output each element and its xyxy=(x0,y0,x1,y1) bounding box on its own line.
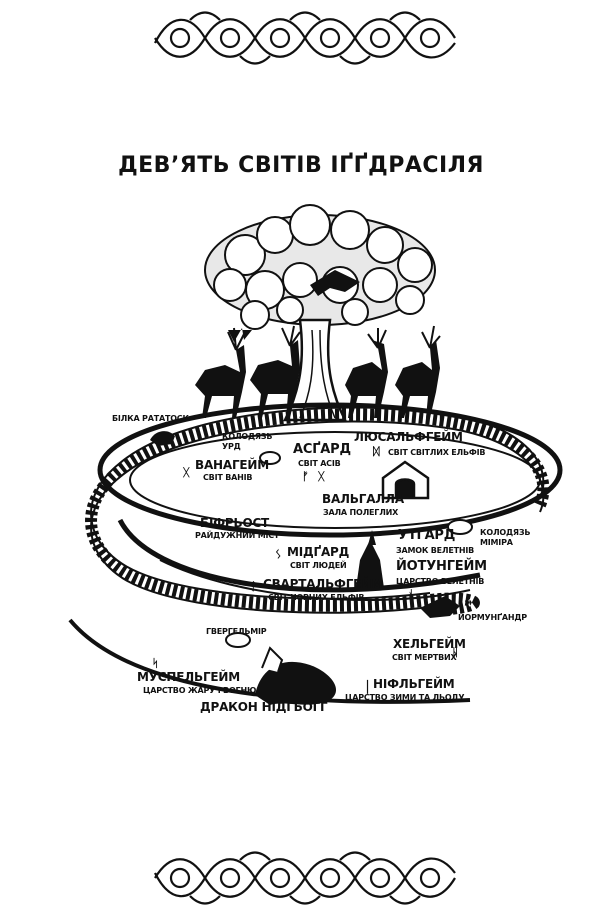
label-muspelheim: МУСПЕЛЬГЕЙМ xyxy=(137,670,240,684)
label-utgard: УТҐАРД xyxy=(398,528,456,543)
label-asgard-sub: СВІТ АСІВ xyxy=(298,459,341,468)
page-title: ДЕВ’ЯТЬ СВІТІВ ІҐҐДРАСІЛЯ xyxy=(118,153,484,178)
label-niflheim-sub: ЦАРСТВО ЗИМИ ТА ЛЬОДУ xyxy=(345,693,465,702)
label-bifrost: БІФРЬОСТ xyxy=(200,516,270,530)
rune-niflheim: ᛁ xyxy=(363,678,372,696)
label-jotunheim-sub: ЦАРСТВО ВЕЛЕТНІВ xyxy=(396,577,485,586)
bottom-celtic-knot-ornament xyxy=(154,851,456,905)
tree-crown xyxy=(204,204,436,330)
dragon-nidhogg xyxy=(255,661,337,705)
label-midgard-sub: СВІТ ЛЮДЕЙ xyxy=(290,561,347,570)
squirrel-ratatosk xyxy=(150,431,175,446)
label-midgard: МІДҐАРД xyxy=(287,545,350,559)
label-vanaheim: ВАНАГЕЙМ xyxy=(195,458,269,472)
rune-svartalfheim: ᛇ xyxy=(250,580,257,593)
label-nidhogg: ДРАКОН НІДГЬОҐҐ xyxy=(200,700,328,714)
rune-muspelheim: ᛋ xyxy=(152,657,159,670)
rune-midgard: ᛊ xyxy=(275,548,282,561)
label-bifrost-sub: РАЙДУЖНИЙ МІСТ xyxy=(195,531,280,540)
label-vanaheim-sub: СВІТ ВАНІВ xyxy=(203,473,253,482)
rune-jotunheim: ᚾ xyxy=(408,588,415,601)
label-helheim-sub: СВІТ МЕРТВИХ xyxy=(392,653,457,662)
label-svartalfheim-sub: СВІТ ЧОРНИХ ЕЛЬФІВ xyxy=(268,593,365,602)
label-mimir-well: КОЛОДЯЗЬ МІМІРА xyxy=(480,528,531,547)
wells xyxy=(225,451,473,648)
label-hvergelmir: ГВЕРГЕЛЬМІР xyxy=(206,627,267,636)
eagle-shape xyxy=(310,270,360,296)
utgard-castle xyxy=(356,530,384,588)
valhalla-hall xyxy=(381,460,430,500)
label-valhalla: ВАЛЬГАЛЛА xyxy=(322,492,404,506)
label-utgard-sub: ЗАМОК ВЕЛЕТНІВ xyxy=(396,546,475,555)
label-jotunheim: ЙОТУНГЕЙМ xyxy=(396,559,487,574)
label-ljosalfheim: ЛЮСАЛЬФГЕЙМ xyxy=(354,430,463,444)
label-urd-well: КОЛОДЯЗЬ УРД xyxy=(222,432,273,451)
label-ljosalfheim-sub: СВІТ СВІТЛИХ ЕЛЬФІВ xyxy=(388,448,486,457)
rune-asgard-right: ᚷ xyxy=(318,470,325,483)
label-asgard: АСҐАРД xyxy=(293,442,351,457)
rune-helheim: ᚺ xyxy=(452,646,459,659)
rune-vanaheim: ᚷ xyxy=(183,466,190,479)
label-svartalfheim: СВАРТАЛЬФГЕЙМ xyxy=(263,577,383,591)
rune-ljosalfheim: ᛞ xyxy=(373,445,380,458)
rune-asgard-left: ᚠ xyxy=(302,470,309,483)
label-helheim: ХЕЛЬГЕЙМ xyxy=(393,637,466,651)
label-ratatosk: БІЛКА РАТАТОСК xyxy=(112,414,189,423)
deer-group xyxy=(195,328,440,418)
label-jormungandr: ЙОРМУНҐАНДР xyxy=(458,613,527,622)
top-celtic-knot-ornament xyxy=(154,11,456,65)
label-muspelheim-sub: ЦАРСТВО ЖАРУ І ВОГНЮ xyxy=(143,686,257,695)
label-valhalla-sub: ЗАЛА ПОЛЕГЛИХ xyxy=(323,508,399,517)
label-niflheim: НІФЛЬГЕЙМ xyxy=(373,677,455,691)
jormungandr-head xyxy=(420,596,460,618)
